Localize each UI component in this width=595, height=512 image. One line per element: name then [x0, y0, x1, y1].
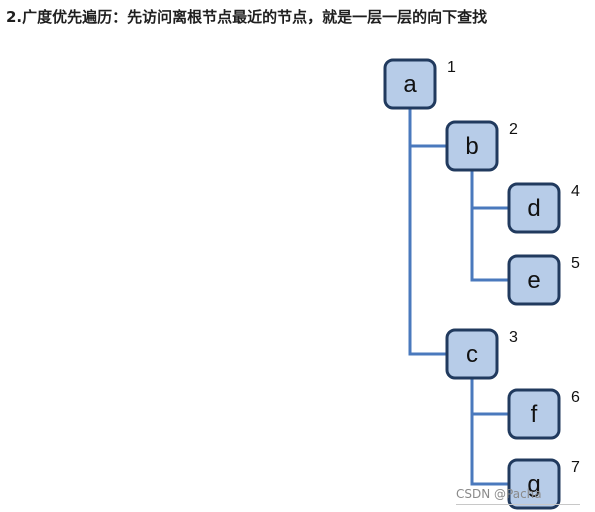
tree-edge-c-g — [470, 378, 509, 486]
tree-node-order-a: 1 — [447, 59, 456, 76]
tree-node-e: e5 — [507, 254, 580, 306]
tree-node-box-a — [383, 58, 437, 110]
watermark: CSDN @Pacha — [456, 487, 542, 501]
tree-node-order-f: 6 — [571, 389, 580, 406]
tree-node-order-c: 3 — [509, 329, 518, 346]
tree-edges — [408, 108, 509, 486]
section-heading: 2.广度优先遍历：先访问离根节点最近的节点，就是一层一层的向下查找 — [6, 8, 488, 26]
tree-node-a: a1 — [383, 58, 456, 110]
tree-node-g: g7 — [507, 458, 580, 510]
tree-node-order-e: 5 — [571, 255, 580, 272]
tree-node-box-b — [445, 120, 499, 172]
tree-edge-c-f — [470, 378, 509, 416]
tree-node-label-e: e — [527, 267, 540, 294]
tree-node-c: c3 — [445, 328, 518, 380]
tree-node-label-d: d — [527, 195, 540, 222]
tree-node-box-f — [507, 388, 561, 440]
tree-node-label-g: g — [527, 471, 540, 498]
tree-node-box-d — [507, 182, 561, 234]
watermark-underline — [456, 504, 580, 505]
tree-node-box-g — [507, 458, 561, 510]
tree-node-order-b: 2 — [509, 121, 518, 138]
tree-node-label-a: a — [403, 71, 417, 98]
tree-edge-a-c — [408, 108, 447, 356]
tree-edge-b-d — [470, 170, 509, 210]
tree-node-label-b: b — [465, 133, 478, 160]
tree-node-label-f: f — [531, 401, 538, 428]
tree-node-b: b2 — [445, 120, 518, 172]
tree-node-d: d4 — [507, 182, 580, 234]
tree-node-order-d: 4 — [571, 183, 580, 200]
tree-node-box-c — [445, 328, 499, 380]
tree-node-box-e — [507, 254, 561, 306]
tree-edge-b-e — [470, 170, 509, 282]
tree-node-f: f6 — [507, 388, 580, 440]
tree-node-order-g: 7 — [571, 459, 580, 476]
tree-node-label-c: c — [466, 341, 478, 368]
tree-edge-a-b — [408, 108, 447, 148]
